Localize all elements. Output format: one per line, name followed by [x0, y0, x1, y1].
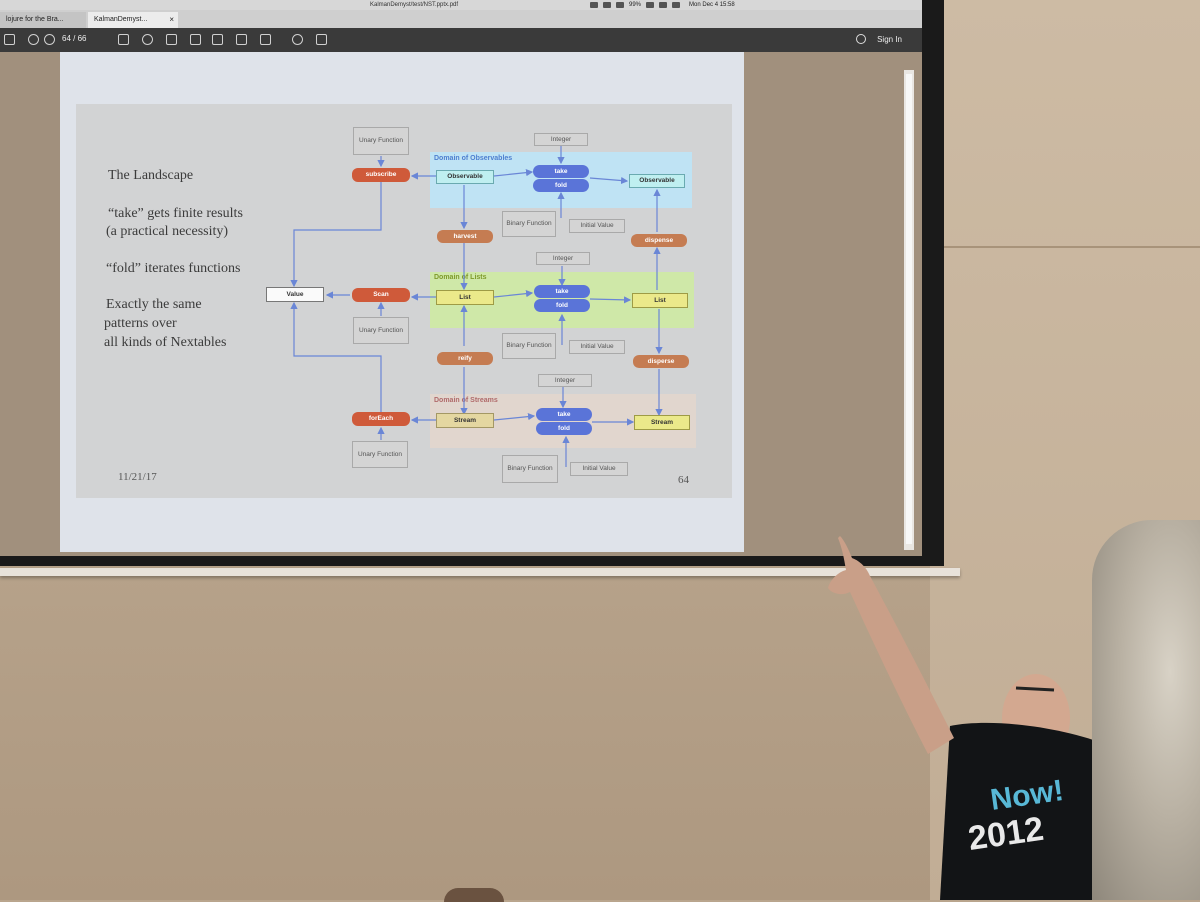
take-node: take: [533, 165, 589, 178]
integer-node: Integer: [536, 252, 590, 265]
tab-label: KalmanDemyst...: [94, 16, 148, 23]
slide-page-number: 64: [678, 474, 689, 486]
harvest-node: harvest: [437, 230, 493, 243]
slide-bullet: patterns over: [104, 316, 177, 331]
stream-node: Stream: [634, 415, 690, 430]
window-title: KalmanDemyst/test/NST.pptx.pdf: [370, 2, 459, 8]
projection-screen: KalmanDemyst/test/NST.pptx.pdf 99% Mon D…: [0, 0, 944, 566]
print-icon[interactable]: [260, 34, 271, 45]
take-node: take: [536, 408, 592, 421]
domain-label: Domain of Lists: [434, 274, 487, 281]
document-icon[interactable]: [166, 34, 177, 45]
observable-node: Observable: [629, 174, 685, 188]
diagram-arrows: [290, 146, 663, 467]
fold-node: fold: [536, 422, 592, 435]
status-icon[interactable]: [603, 2, 611, 8]
tab-label: lojure for the Bra...: [6, 16, 64, 23]
menu-bar-status-icons: 99% Mon Dec 4 15:58: [590, 0, 735, 10]
list-node: List: [632, 293, 688, 308]
presenter: Now! 2012: [940, 674, 1130, 900]
pen-icon[interactable]: [316, 34, 327, 45]
binary-function-node: Binary Function: [502, 333, 556, 359]
help-icon[interactable]: [856, 34, 866, 44]
search-icon[interactable]: [142, 34, 153, 45]
slide-bullet: “take” gets finite results: [108, 206, 243, 221]
image-icon[interactable]: [212, 34, 223, 45]
comment-icon[interactable]: [292, 34, 303, 45]
screen-roller-bar: [0, 568, 960, 576]
foreach-node: forEach: [352, 412, 410, 426]
slide-date: 11/21/17: [118, 471, 157, 483]
pdf-scrollbar[interactable]: [904, 70, 914, 550]
initial-value-node: Initial Value: [570, 462, 628, 476]
menu-clock[interactable]: Mon Dec 4 15:58: [689, 2, 735, 8]
initial-value-node: Initial Value: [569, 219, 625, 233]
stream-node: Stream: [436, 413, 494, 428]
domain-label: Domain of Observables: [434, 155, 513, 162]
page-up-icon[interactable]: [28, 34, 39, 45]
zoom-icon[interactable]: [118, 34, 129, 45]
page-current[interactable]: 64: [62, 34, 71, 43]
status-icon[interactable]: [616, 2, 624, 8]
presenter-raised-arm: [828, 536, 954, 754]
slide-heading: The Landscape: [108, 168, 194, 183]
foreground-hair: [1092, 520, 1200, 900]
binary-function-node: Binary Function: [502, 455, 558, 483]
observable-node: Observable: [436, 170, 494, 184]
scrollbar-thumb[interactable]: [906, 74, 912, 544]
reify-node: reify: [437, 352, 493, 365]
page-indicator[interactable]: 64 / 66: [62, 34, 86, 43]
value-node: Value: [266, 287, 324, 302]
initial-value-node: Initial Value: [569, 340, 625, 354]
binary-function-node: Binary Function: [502, 211, 556, 237]
slide-bullet: all kinds of Nextables: [104, 335, 227, 350]
fold-node: fold: [534, 299, 590, 312]
take-node: take: [534, 285, 590, 298]
tab-close-icon[interactable]: ×: [169, 15, 174, 24]
tab-clojure[interactable]: lojure for the Bra...: [0, 12, 86, 28]
tab-kalman-pdf[interactable]: KalmanDemyst... ×: [88, 12, 178, 28]
unary-function-node: Unary Function: [352, 441, 408, 468]
wall-seam: [930, 246, 1200, 248]
browser-tab-strip: lojure for the Bra... KalmanDemyst... ×: [0, 10, 922, 28]
mac-menu-bar: KalmanDemyst/test/NST.pptx.pdf 99% Mon D…: [0, 0, 922, 10]
battery-indicator[interactable]: 99%: [629, 2, 642, 8]
audience-head: [444, 888, 504, 902]
page-down-icon[interactable]: [44, 34, 55, 45]
slide-bullet: “fold” iterates functions: [106, 261, 241, 276]
unary-function-node: Unary Function: [353, 127, 409, 155]
unary-function-node: Unary Function: [353, 317, 409, 344]
disperse-node: disperse: [633, 355, 689, 368]
volume-icon[interactable]: [659, 2, 668, 8]
integer-node: Integer: [534, 133, 588, 146]
bluetooth-icon[interactable]: [672, 2, 681, 8]
slide-bullet: Exactly the same: [106, 297, 202, 312]
sign-in-button[interactable]: Sign In: [877, 35, 902, 44]
slide-bullet: (a practical necessity): [106, 224, 229, 239]
sidebar-toggle-icon[interactable]: [4, 34, 15, 45]
subscribe-node: subscribe: [352, 168, 410, 182]
list-node: List: [436, 290, 494, 305]
fold-node: fold: [533, 179, 589, 192]
domain-label: Domain of Streams: [434, 397, 498, 404]
dispense-node: dispense: [631, 234, 687, 247]
projected-desktop: KalmanDemyst/test/NST.pptx.pdf 99% Mon D…: [0, 0, 922, 556]
page-icon[interactable]: [190, 34, 201, 45]
export-icon[interactable]: [236, 34, 247, 45]
status-icon[interactable]: [590, 2, 598, 8]
scan-node: Scan: [352, 288, 410, 302]
wifi-icon[interactable]: [646, 2, 655, 8]
page-total: / 66: [73, 34, 87, 43]
integer-node: Integer: [538, 374, 592, 387]
pdf-toolbar: 64 / 66 Sign In: [0, 28, 922, 52]
